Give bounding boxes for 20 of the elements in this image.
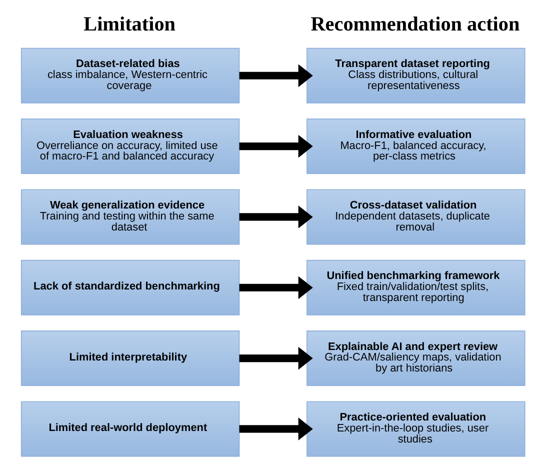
- label: Limitation: [84, 13, 176, 36]
- node-box: Practice-oriented evaluation Expert-in-the-loop studies, user studies: [306, 401, 526, 457]
- arrow: [239, 346, 313, 370]
- arrow: [239, 206, 313, 228]
- node-box: Dataset-related bias class imbalance, Western-centric coverage: [20, 48, 240, 104]
- node-box: Limited interpretability: [20, 330, 240, 386]
- node-box: Weak generalization evidence Training and testing within the same dataset: [20, 189, 240, 245]
- node-box: Cross-dataset validation Independent datasets, duplicate removal: [306, 189, 526, 245]
- node-box: Evaluation weakness Overreliance on accuracy, limited use of macro-F1 and balanced accuracy: [20, 118, 240, 174]
- node-box: Explainable AI and expert review Grad-CAM/saliency maps, validation by art historians: [306, 330, 526, 386]
- arrow: [239, 418, 313, 440]
- node-box: Lack of standardized benchmarking: [20, 260, 240, 316]
- label: Recommendation action: [310, 13, 520, 36]
- node-box: Limited real-world deployment: [20, 401, 240, 457]
- arrow: [239, 64, 313, 88]
- arrow: [239, 276, 313, 300]
- arrow: [239, 134, 313, 158]
- node-box: Transparent dataset reporting Class distributions, cultural representativeness: [306, 48, 526, 104]
- node-box: Unified benchmarking framework Fixed train/validation/test splits, transparent reporting: [306, 260, 526, 316]
- node-box: Informative evaluation Macro-F1, balanced accuracy, per-class metrics: [306, 118, 526, 174]
